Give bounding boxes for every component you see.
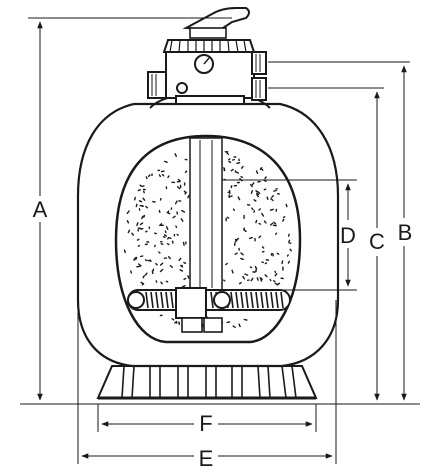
dimension-e: E [77, 300, 337, 471]
dimension-c: C [268, 87, 391, 401]
dim-e-label: E [199, 446, 214, 471]
dim-a-label-bg [28, 196, 54, 222]
valve-handle [182, 7, 250, 32]
dimension-f: F [97, 404, 317, 436]
dim-b-label-bg [392, 218, 418, 246]
dim-f-label: F [199, 411, 212, 436]
sand-dots [123, 151, 292, 333]
lateral-manifold [127, 287, 291, 333]
valve-port-left [147, 71, 167, 99]
dim-d-label: D [340, 223, 356, 248]
filter-base-stand [96, 365, 318, 400]
tank-body [76, 102, 340, 368]
dim-a-label: A [33, 197, 48, 222]
dimension-a: A [28, 17, 232, 401]
multiport-valve [147, 7, 267, 105]
sand-bed [114, 134, 302, 344]
dim-f-label-bg [194, 410, 218, 436]
sight-glass [176, 82, 188, 94]
dim-b-label: B [398, 220, 413, 245]
valve-ports-right [251, 51, 267, 101]
dim-c-label-bg [365, 228, 391, 256]
dimension-d: D [222, 179, 362, 291]
dimension-b: B [268, 61, 418, 401]
dim-e-label-bg [194, 444, 218, 470]
dim-c-label: C [369, 229, 385, 254]
central-pipe [189, 137, 223, 291]
